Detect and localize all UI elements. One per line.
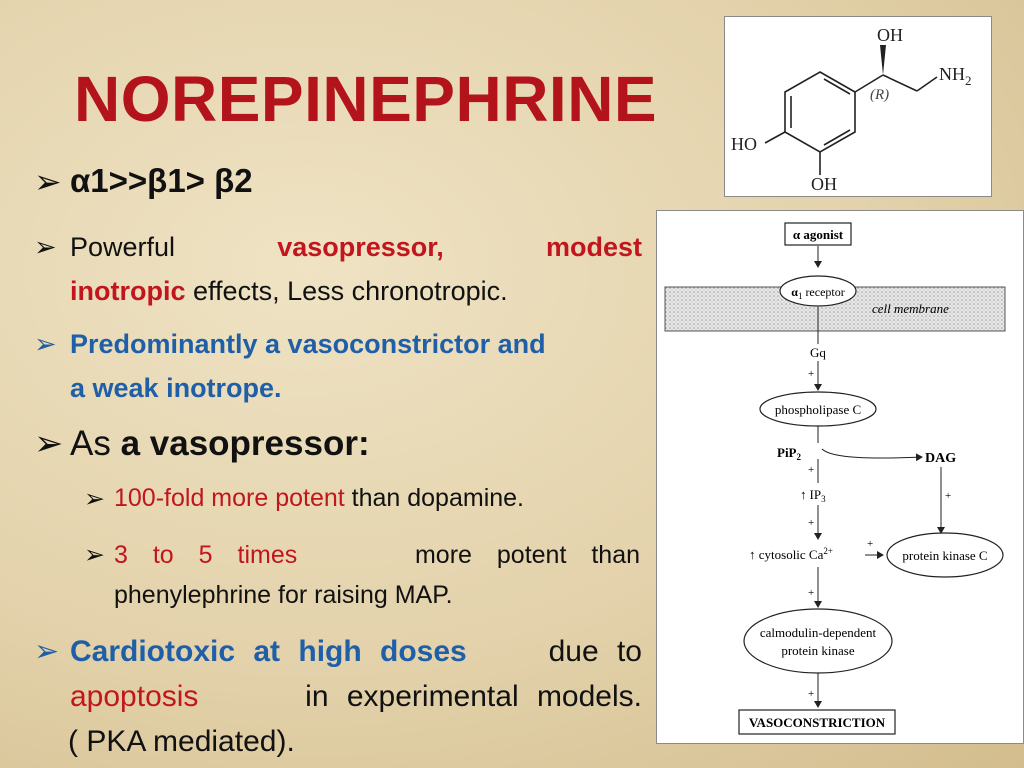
bullet-text: in experimental models. bbox=[305, 680, 642, 713]
pathway-svg: α agonist cell membrane α1 receptor Gq +… bbox=[664, 222, 1006, 735]
bullet-text: As bbox=[70, 424, 121, 463]
plus-sign: + bbox=[808, 587, 814, 599]
oh-bottom-label: OH bbox=[811, 174, 837, 194]
plus-sign: + bbox=[808, 464, 814, 476]
bullet-text: than dopamine. bbox=[344, 484, 524, 512]
plus-sign: + bbox=[808, 368, 814, 380]
bullet-text: apoptosis bbox=[70, 680, 199, 713]
pkc-node bbox=[886, 532, 1004, 578]
subbullet-phenylephrine: ➢ 3 to 5 times more potent than phenylep… bbox=[84, 535, 640, 615]
plc-label: phospholipase C bbox=[775, 402, 861, 417]
camk-label-line1: calmodulin-dependent bbox=[760, 625, 877, 640]
agonist-label: α agonist bbox=[793, 227, 844, 242]
bullet-text: a weak inotrope. bbox=[70, 373, 282, 403]
nh2-label: NH2 bbox=[939, 64, 972, 88]
bullet-text: phenylephrine for raising MAP. bbox=[114, 581, 453, 609]
bullet-text: a vasopressor: bbox=[120, 424, 370, 463]
bullet-text: Powerful bbox=[70, 232, 176, 262]
bullet-text: 3 to 5 times bbox=[114, 541, 298, 569]
plus-sign: + bbox=[808, 688, 814, 700]
arrow-bullet-icon: ➢ bbox=[34, 635, 60, 668]
bullet-text: Predominantly a vasoconstrictor and bbox=[70, 329, 546, 359]
arrow-bullet-icon: ➢ bbox=[84, 485, 105, 513]
vasoconstriction-label: VASOCONSTRICTION bbox=[749, 715, 886, 730]
bullet-text: modest bbox=[545, 232, 642, 262]
ho-label: HO bbox=[731, 134, 757, 154]
arrow-bullet-icon: ➢ bbox=[84, 541, 105, 569]
arrow-bullet-icon: ➢ bbox=[34, 163, 62, 200]
arrow-bullet-icon: ➢ bbox=[34, 329, 57, 359]
plus-sign: + bbox=[867, 538, 873, 550]
bullet-vasoconstrictor: ➢ Predominantly a vasoconstrictor and a … bbox=[34, 322, 642, 410]
pip2-label: PiP2 bbox=[777, 445, 802, 462]
bullet-text: 100-fold more potent bbox=[114, 484, 345, 512]
ip3-label: ↑IP3 bbox=[800, 487, 826, 504]
receptor-node bbox=[779, 275, 857, 307]
bullet-cardiotoxic: ➢ Cardiotoxic at high doses due to apopt… bbox=[34, 629, 642, 764]
pkc-label: protein kinase C bbox=[902, 548, 987, 563]
bullet-text: effects, Less chronotropic. bbox=[193, 276, 508, 306]
signaling-pathway-diagram: α agonist cell membrane α1 receptor Gq +… bbox=[656, 210, 1024, 744]
bullet-text: α1>>β1> β2 bbox=[70, 162, 253, 199]
receptor-label: α1 receptor bbox=[791, 285, 845, 301]
cytosolic-ca-label: ↑ cytosolic Ca2+ bbox=[749, 546, 833, 562]
membrane-label: cell membrane bbox=[872, 301, 949, 316]
bullet-text: vasopressor, bbox=[277, 232, 444, 262]
chemical-structure-image: OH NH2 (R) HO OH bbox=[724, 16, 992, 197]
arrow-bullet-icon: ➢ bbox=[34, 424, 64, 463]
oh-top-label: OH bbox=[877, 25, 903, 45]
bullet-text: Cardiotoxic at high doses bbox=[70, 635, 467, 668]
bullet-text: ( PKA mediated). bbox=[68, 725, 295, 758]
bullet-vasopressor: ➢ Powerful vasopressor, modest inotropic… bbox=[34, 225, 642, 313]
stereo-label: (R) bbox=[870, 87, 889, 103]
vasoconstriction-box bbox=[738, 709, 896, 735]
plus-sign: + bbox=[945, 490, 951, 502]
slide-title: NOREPINEPHRINE bbox=[74, 63, 658, 135]
camk-node bbox=[743, 608, 893, 674]
norepinephrine-structure-diagram: OH NH2 (R) HO OH bbox=[731, 25, 972, 194]
bullet-text: inotropic bbox=[70, 276, 186, 306]
camk-label-line2: protein kinase bbox=[781, 643, 855, 658]
arrow-bullet-icon: ➢ bbox=[34, 232, 57, 262]
bullet-text: more potent than bbox=[414, 541, 640, 569]
agonist-box bbox=[784, 222, 852, 246]
gq-label: Gq bbox=[810, 345, 826, 360]
plus-sign: + bbox=[808, 517, 814, 529]
bullet-text: due to bbox=[548, 635, 642, 668]
dag-label: DAG bbox=[925, 451, 956, 466]
